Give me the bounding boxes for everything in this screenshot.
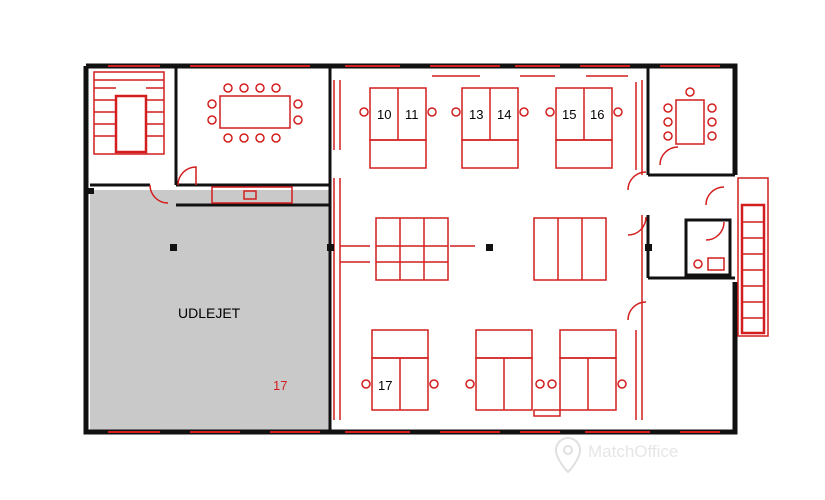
desk-number-15: 15 <box>562 107 576 122</box>
partitions <box>333 75 725 420</box>
desk-cluster-bottom-3 <box>533 329 627 417</box>
desk-number-17: 17 <box>378 378 392 393</box>
desk-number-11: 11 <box>405 107 419 122</box>
watermark-text: MatchOffice <box>588 442 678 461</box>
rented-number: 17 <box>273 378 287 393</box>
desk-cluster-bottom-2 <box>465 329 545 411</box>
matchoffice-logo: MatchOffice <box>554 436 678 474</box>
desk-cluster-top-2 <box>451 87 529 169</box>
desk-cluster-top-1 <box>359 87 437 169</box>
meeting-table-small <box>663 87 717 145</box>
rented-label: UDLEJET <box>178 305 241 321</box>
kitchen-counter <box>149 166 293 204</box>
desk-number-16: 16 <box>590 107 604 122</box>
location-pin-icon <box>554 436 582 474</box>
rented-area <box>90 190 330 430</box>
staircase-right <box>737 177 769 337</box>
desk-cluster-top-3 <box>545 87 623 169</box>
desk-cluster-bottom-1 <box>361 329 439 411</box>
interior-walls <box>90 66 735 430</box>
windows <box>108 65 720 433</box>
staircase-left <box>93 71 165 155</box>
meeting-table-large <box>207 83 303 143</box>
wc-fixtures <box>693 257 725 271</box>
desk-cluster-middle-1 <box>375 217 449 281</box>
desk-number-10: 10 <box>377 107 391 122</box>
columns <box>86 188 652 251</box>
desk-number-13: 13 <box>469 107 483 122</box>
desk-number-14: 14 <box>497 107 511 122</box>
desk-cluster-middle-2 <box>533 217 607 281</box>
